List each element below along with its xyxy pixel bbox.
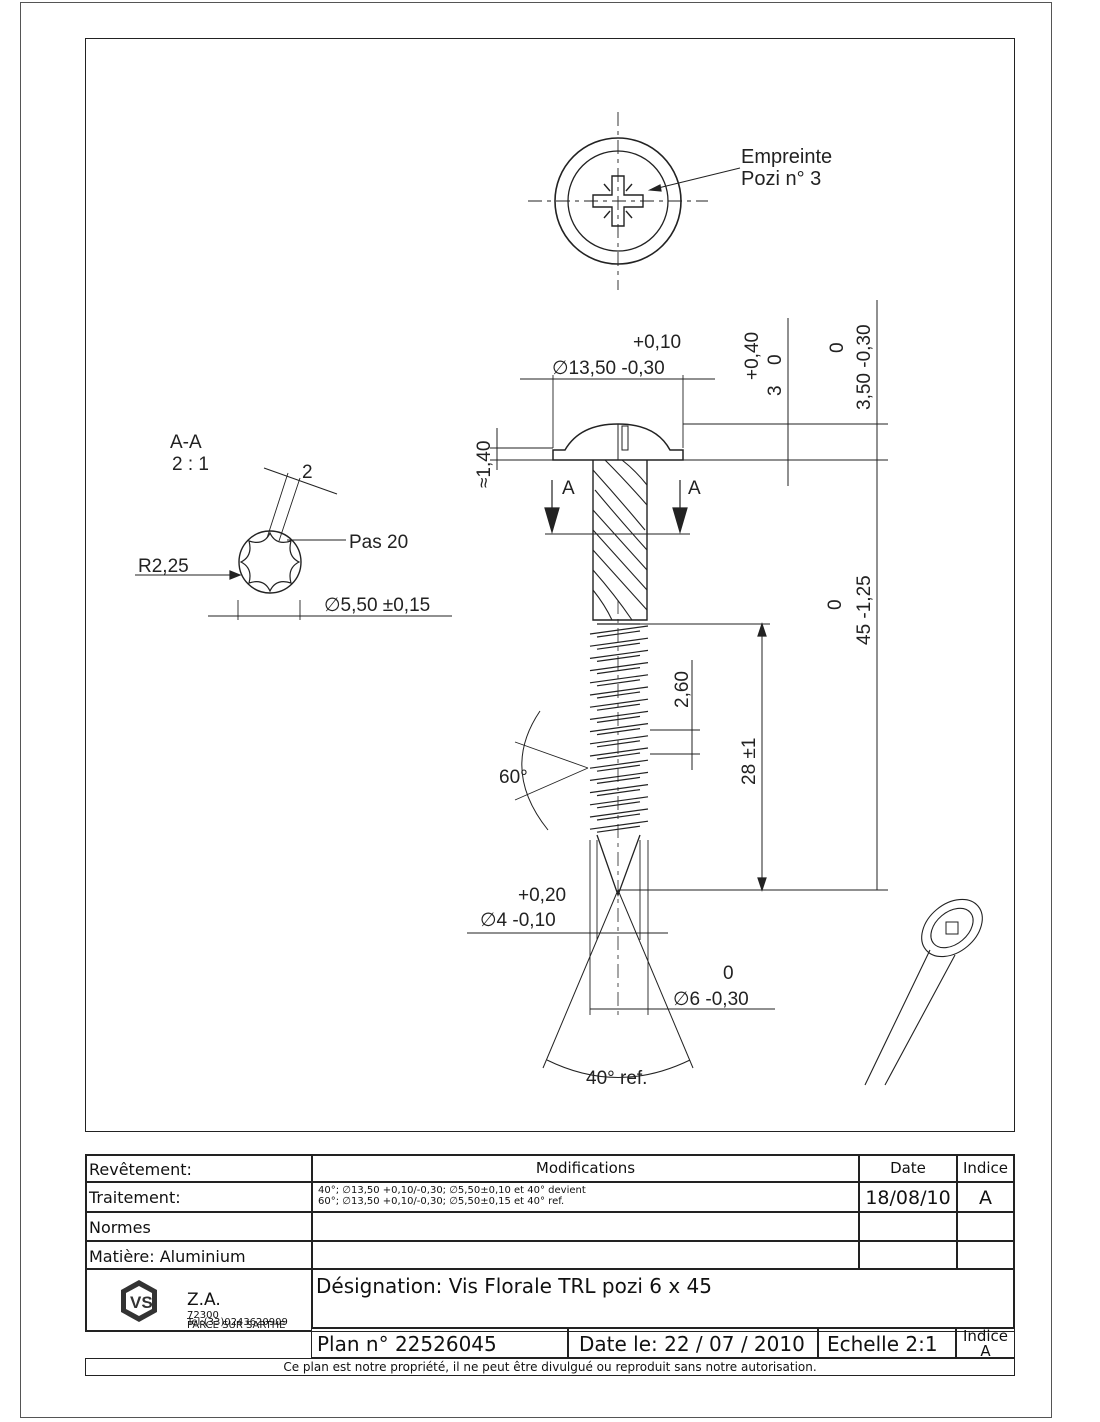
head-height-value: 3 <box>765 385 786 396</box>
plan-date: Date le: 22 / 07 / 2010 <box>568 1327 818 1358</box>
thread-profile <box>589 623 649 833</box>
plan-indice-label: Indice <box>962 1327 1009 1345</box>
indice-header: Indice <box>957 1155 1014 1182</box>
company-phone: Tel:(33)0243620909 <box>187 1317 288 1328</box>
section-diameter-dim: ∅5,50 ±0,15 <box>324 595 430 616</box>
thread-crest <box>589 784 649 797</box>
outer-diameter-value: ∅6 -0,30 <box>673 989 749 1010</box>
thread-crest <box>589 662 649 675</box>
company-postcode: 72300 <box>187 1310 219 1321</box>
head-diameter-value: ∅13,50 -0,30 <box>552 358 665 379</box>
footer-disclaimer: Ce plan est notre propriété, il ne peut … <box>85 1358 1015 1376</box>
thread-crest <box>589 723 649 736</box>
thread-pitch: 2,60 <box>672 671 693 708</box>
logo-letters: VS <box>130 1293 153 1312</box>
outer-diameter-zero: 0 <box>723 963 734 984</box>
tip-angle: 40° ref. <box>586 1068 647 1089</box>
matiere-mod-empty <box>312 1241 859 1269</box>
thread-crest <box>589 625 649 638</box>
designation: Désignation: Vis Florale TRL pozi 6 x 45 <box>312 1269 1014 1329</box>
thread-crest <box>589 698 649 711</box>
normes-mod-empty <box>312 1212 859 1241</box>
traitement-label: Traitement: <box>86 1182 312 1212</box>
section-radius-dim: R2,25 <box>138 556 189 577</box>
thread-crest <box>589 808 649 821</box>
plan-indice: Indice A <box>956 1327 1015 1358</box>
thread-crest <box>589 686 649 699</box>
thread-crest <box>589 771 649 784</box>
modification-indice: A <box>957 1182 1014 1212</box>
screw-isometric-view <box>864 898 983 1086</box>
revetement-label: Revêtement: <box>86 1155 312 1182</box>
section-name: A-A <box>170 432 202 453</box>
matiere-label: Matière: Aluminium <box>86 1241 312 1269</box>
plan-scale: Echelle 2:1 <box>818 1327 956 1358</box>
drawing-frame <box>85 38 1015 1132</box>
overall-head-zero: 0 <box>827 342 848 353</box>
normes-indice-empty <box>957 1212 1014 1241</box>
section-width-dim: 2 <box>302 462 313 483</box>
thread-crest <box>589 637 649 650</box>
date-header: Date <box>859 1155 957 1182</box>
screw-side-view <box>552 423 684 1020</box>
modification-text: 40°; ∅13,50 +0,10/-0,30; ∅5,50±0,10 et 4… <box>312 1182 859 1212</box>
head-height-plus: +0,40 <box>742 332 763 380</box>
overall-head-value: 3,50 -0,30 <box>854 324 875 410</box>
washer-thickness: ≈1,40 <box>474 441 495 488</box>
matiere-date-empty <box>859 1241 957 1269</box>
thread-crest <box>589 796 649 809</box>
modifications-header: Modifications <box>312 1155 859 1182</box>
modification-date: 18/08/10 <box>859 1182 957 1212</box>
length-zero: 0 <box>825 599 846 610</box>
head-diameter-tol: +0,10 <box>633 332 681 353</box>
company-name: Z.A. <box>187 1290 221 1310</box>
thread-crest <box>589 759 649 772</box>
thread-crest <box>589 674 649 687</box>
core-diameter-tol: +0,20 <box>518 885 566 906</box>
pozi-recess-icon <box>592 175 644 227</box>
normes-date-empty <box>859 1212 957 1241</box>
section-scale: 2 : 1 <box>172 454 209 475</box>
plan-number: Plan n° 22526045 <box>311 1327 568 1358</box>
callout-pozi: Pozi n° 3 <box>741 168 821 190</box>
section-pitch-dim: Pas 20 <box>349 532 408 553</box>
plan-indice-value: A <box>980 1342 991 1358</box>
technical-drawing: Empreinte Pozi n° 3 A-A 2 : 1 2 Pas 20 R… <box>135 112 983 1089</box>
modification-line-1: 40°; ∅13,50 +0,10/-0,30; ∅5,50±0,10 et 4… <box>318 1185 586 1196</box>
section-view <box>135 467 452 620</box>
thread-crest <box>589 820 649 833</box>
thread-angle: 60° <box>499 767 528 788</box>
callout-empreinte: Empreinte <box>741 146 832 168</box>
normes-label: Normes <box>86 1212 312 1241</box>
matiere-indice-empty <box>957 1241 1014 1269</box>
drawing-sheet <box>20 2 1052 1418</box>
vs-logo-icon: VS <box>121 1280 157 1322</box>
head-height-zero: 0 <box>765 354 786 365</box>
thread-crest <box>589 710 649 723</box>
head-top-view <box>528 112 741 290</box>
thread-crest <box>589 735 649 748</box>
section-marker-left: A <box>562 478 575 499</box>
length-value: 45 -1,25 <box>854 575 875 645</box>
section-marker-right: A <box>688 478 701 499</box>
modification-line-2: 60°; ∅13,50 +0,10/-0,30; ∅5,50±0,15 et 4… <box>318 1196 565 1207</box>
core-diameter-value: ∅4 -0,10 <box>480 910 556 931</box>
thread-crest <box>589 649 649 662</box>
thread-crest <box>589 747 649 760</box>
title-block: Revêtement: Modifications Date Indice Tr… <box>85 1154 1015 1332</box>
company-block: VS Z.A. 72300 PARCE SUR SARTHE <box>86 1269 312 1331</box>
thread-length: 28 ±1 <box>739 738 760 785</box>
company-city: PARCE SUR SARTHE <box>187 1320 286 1331</box>
